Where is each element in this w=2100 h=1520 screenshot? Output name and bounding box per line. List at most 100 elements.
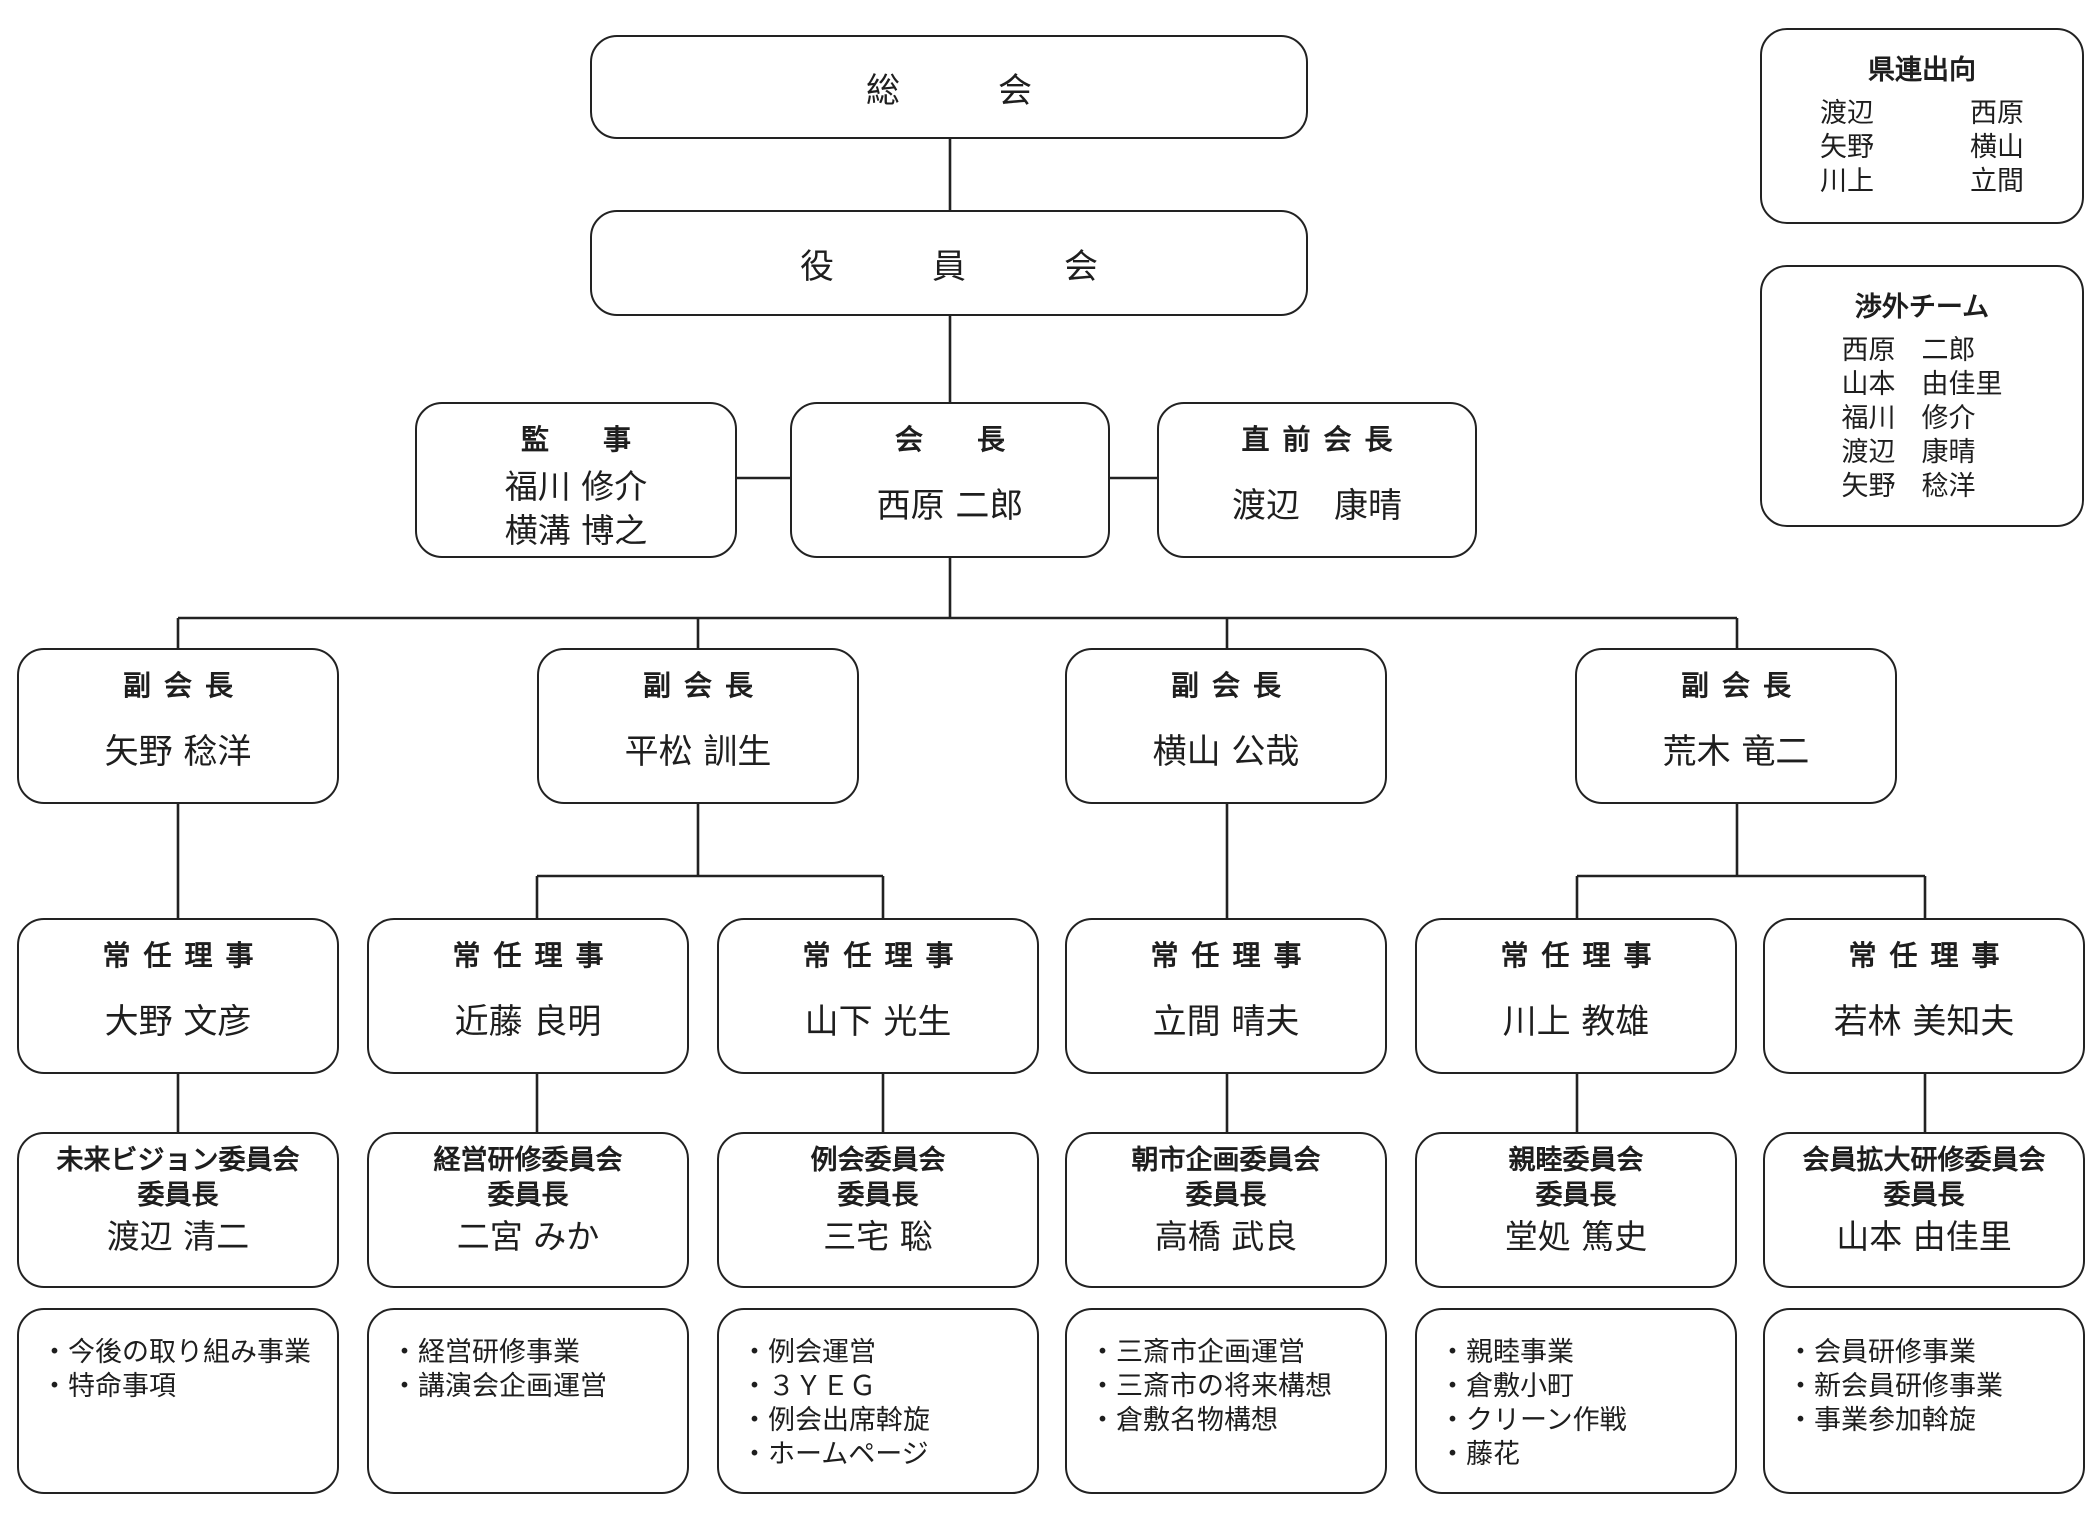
board-meeting-box: 役 員 会 [590,210,1308,316]
director-name: 大野 文彦 [104,1001,252,1042]
auditor-box: 監 事 福川 修介 横溝 博之 [415,402,737,558]
auditor-role: 監 事 [520,423,644,456]
member-name: 西原 [1970,98,2024,129]
director-name: 近藤 良明 [454,1001,602,1042]
member-given-name: 由佳里 [1921,369,2003,400]
committee-box: 朝市企画委員会 委員長 高橋 武良 [1065,1132,1387,1288]
member-name: 川上 [1820,166,1874,197]
general-meeting-box: 総 会 [590,35,1308,139]
committee-chair-name: 二宮 みか [456,1217,600,1257]
external-team-list: 西原二郎 山本由佳里 福川修介 渡辺康晴 矢野稔洋 [1842,334,2003,504]
member-surname: 西原 [1841,335,1896,366]
task-item: ・三斎市の将来構想 [1089,1371,1332,1402]
prefectural-dispatch-box: 県連出向 渡辺 西原 矢野 横山 川上 立間 [1760,28,2084,224]
task-list-box: ・会員研修事業 ・新会員研修事業 ・事業参加斡旋 [1763,1308,2085,1494]
task-item: ・経営研修事業 [391,1337,580,1368]
external-team-title: 渉外チーム [1854,292,1990,323]
task-item: ・クリーン作戦 [1439,1405,1627,1436]
vice-president-box: 副会長 矢野 稔洋 [17,648,339,804]
vice-president-role: 副会長 [1680,669,1804,702]
director-name: 立間 晴夫 [1152,1001,1300,1042]
director-box: 常任理事 山下 光生 [717,918,1039,1074]
committee-chair-name: 堂処 篤史 [1504,1217,1648,1257]
task-item: ・事業参加斡旋 [1787,1405,1976,1436]
president-box: 会 長 西原 二郎 [790,402,1110,558]
board-meeting-label: 役 員 会 [800,246,1130,287]
director-role: 常任理事 [452,939,617,972]
past-president-role: 直前会長 [1241,423,1406,456]
task-list-box: ・例会運営 ・３ＹＥＧ ・例会出席斡旋 ・ホームページ [717,1308,1039,1494]
committee-chair-role: 委員長 [1883,1179,1965,1211]
director-role: 常任理事 [1848,939,2013,972]
task-item: ・新会員研修事業 [1787,1371,2003,1402]
director-role: 常任理事 [1150,939,1315,972]
member-given-name: 康晴 [1921,437,1976,468]
director-box: 常任理事 近藤 良明 [367,918,689,1074]
committee-box: 未来ビジョン委員会 委員長 渡辺 清二 [17,1132,339,1288]
vice-president-box: 副会長 横山 公哉 [1065,648,1387,804]
committee-box: 親睦委員会 委員長 堂処 篤史 [1415,1132,1737,1288]
member-surname: 福川 [1841,403,1896,434]
vice-president-name: 荒木 竜二 [1662,731,1810,772]
committee-chair-role: 委員長 [137,1179,219,1211]
member-name: 横山 [1970,132,2024,163]
task-item: ・特命事項 [41,1371,176,1402]
president-name: 西原 二郎 [876,485,1024,526]
committee-name: 例会委員会 [810,1145,946,1176]
task-item: ・３ＹＥＧ [741,1371,876,1402]
task-item: ・ホームページ [741,1439,929,1470]
committee-chair-name: 山本 由佳里 [1836,1217,2012,1257]
task-list-box: ・親睦事業 ・倉敷小町 ・クリーン作戦 ・藤花 [1415,1308,1737,1494]
vice-president-name: 矢野 稔洋 [104,731,252,772]
director-name: 山下 光生 [804,1001,952,1042]
director-role: 常任理事 [1500,939,1665,972]
director-role: 常任理事 [102,939,267,972]
task-item: ・倉敷小町 [1439,1371,1574,1402]
committee-chair-name: 高橋 武良 [1154,1217,1298,1257]
member-given-name: 稔洋 [1921,471,1976,502]
director-box: 常任理事 若林 美知夫 [1763,918,2085,1074]
committee-name: 朝市企画委員会 [1131,1145,1321,1176]
vice-president-role: 副会長 [122,669,246,702]
member-surname: 矢野 [1841,471,1896,502]
past-president-name: 渡辺 康晴 [1232,485,1402,526]
director-box: 常任理事 立間 晴夫 [1065,918,1387,1074]
member-given-name: 修介 [1921,403,1976,434]
external-team-box: 渉外チーム 西原二郎 山本由佳里 福川修介 渡辺康晴 矢野稔洋 [1760,265,2084,527]
director-name: 川上 教雄 [1502,1001,1650,1042]
committee-name: 親睦委員会 [1508,1145,1644,1176]
vice-president-box: 副会長 平松 訓生 [537,648,859,804]
president-role: 会 長 [894,423,1018,456]
vice-president-name: 平松 訓生 [624,731,772,772]
task-item: ・例会運営 [741,1337,876,1368]
director-box: 常任理事 大野 文彦 [17,918,339,1074]
member-surname: 山本 [1841,369,1896,400]
task-item: ・親睦事業 [1439,1337,1574,1368]
task-item: ・会員研修事業 [1787,1337,1976,1368]
member-given-name: 二郎 [1921,335,1976,366]
director-box: 常任理事 川上 教雄 [1415,918,1737,1074]
director-role: 常任理事 [802,939,967,972]
member-name: 渡辺 [1820,98,1874,129]
prefectural-dispatch-title: 県連出向 [1868,55,1976,86]
task-item: ・例会出席斡旋 [741,1405,930,1436]
task-item: ・講演会企画運営 [391,1371,607,1402]
task-list-box: ・三斎市企画運営 ・三斎市の将来構想 ・倉敷名物構想 [1065,1308,1387,1494]
vice-president-name: 横山 公哉 [1152,731,1300,772]
member-name: 矢野 [1820,132,1874,163]
vice-president-role: 副会長 [642,669,766,702]
prefectural-dispatch-list: 渡辺 西原 矢野 横山 川上 立間 [1820,97,2024,199]
committee-chair-name: 三宅 聡 [823,1217,933,1257]
task-list-box: ・経営研修事業 ・講演会企画運営 [367,1308,689,1494]
committee-name: 未来ビジョン委員会 [56,1145,300,1176]
member-name: 立間 [1970,166,2024,197]
committee-chair-role: 委員長 [1185,1179,1267,1211]
auditor-name-1: 福川 修介 [504,467,648,507]
committee-chair-name: 渡辺 清二 [106,1217,250,1257]
past-president-box: 直前会長 渡辺 康晴 [1157,402,1477,558]
vice-president-role: 副会長 [1170,669,1294,702]
vice-president-box: 副会長 荒木 竜二 [1575,648,1897,804]
member-surname: 渡辺 [1841,437,1896,468]
task-list-box: ・今後の取り組み事業 ・特命事項 [17,1308,339,1494]
